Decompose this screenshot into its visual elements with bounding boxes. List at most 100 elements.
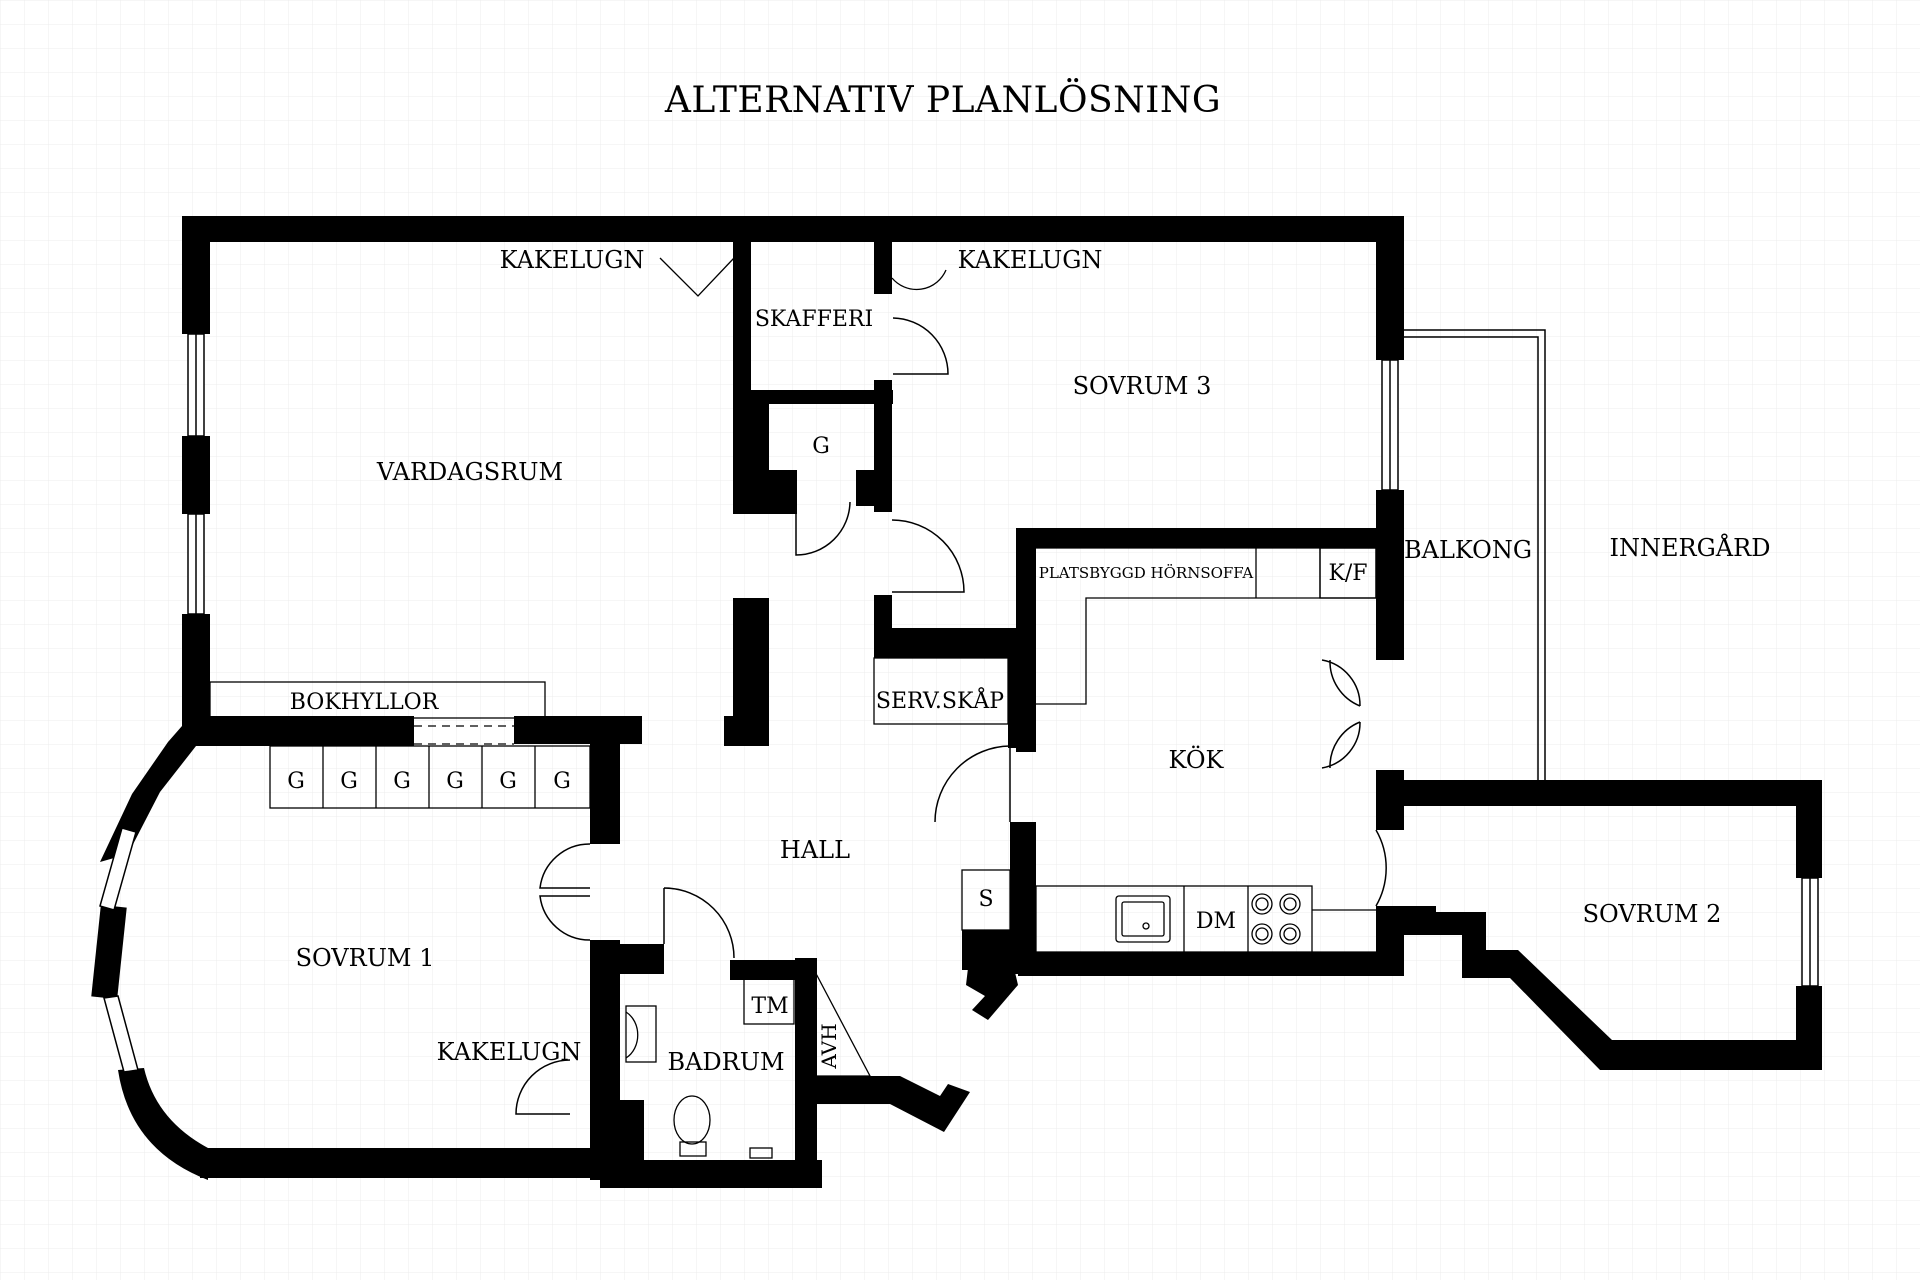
door-sovrum3 [891, 519, 965, 593]
label-g-closet: G [812, 434, 830, 459]
wall-sovrum1-curve-top [100, 726, 212, 862]
wall-servskap-top-left [874, 595, 892, 629]
door-swings [515, 317, 1387, 1115]
plan-title: ALTERNATIV PLANLÖSNING [664, 79, 1221, 121]
wall-sovrum1-curve-bottom [118, 1068, 208, 1180]
windows [99, 333, 1819, 1073]
wall-badrum-corner-b [600, 1100, 644, 1160]
wall-sovrum2-left-a [1376, 780, 1394, 816]
label-tm: TM [751, 994, 788, 1019]
wall-sovrum1-bottom [200, 1148, 620, 1178]
window-sovrum1-a [99, 827, 137, 911]
label-sovrum-1: SOVRUM 1 [296, 944, 435, 972]
wall-kok-corner [966, 968, 1018, 1020]
door-sovrum2 [1375, 829, 1387, 907]
wall-sovrum3-right-upper [1376, 216, 1404, 360]
wall-left-upper [182, 216, 210, 334]
balcony-railing [1400, 329, 1546, 780]
wall-skafferi-bottom [733, 390, 893, 404]
label-serv-skap: SERV.SKÅP [876, 686, 1004, 714]
label-kakelugn-vardagsrum: KAKELUGN [500, 246, 645, 274]
hob-burner [1251, 893, 1273, 915]
kf-box [1319, 547, 1377, 599]
wall-sovrum1-curve-mid [91, 904, 127, 1000]
door-balkong-b [1321, 721, 1361, 769]
door-kakelugn-swing [515, 1059, 571, 1115]
label-avh: AVH [817, 1023, 841, 1069]
door-closet-g [795, 500, 851, 556]
door-badrum [663, 887, 735, 959]
wall-hall-bottom [817, 1076, 970, 1132]
label-sovrum-3: SOVRUM 3 [1073, 372, 1212, 400]
wall-left-lower [182, 614, 210, 726]
label-s: S [978, 887, 993, 912]
serv-skap-outline [873, 657, 1009, 725]
wall-kok-right-a [1376, 606, 1404, 660]
washbasin [625, 1005, 657, 1063]
wall-servskap-right [1008, 628, 1036, 748]
label-wardrobe-4: G [446, 769, 464, 794]
wall-sovrum2-top [1376, 780, 1822, 806]
door-skafferi [892, 317, 949, 375]
wall-badrum-right [795, 958, 817, 1188]
wall-s-block [962, 930, 1010, 970]
kitchen-counter [1035, 885, 1313, 953]
s-box [961, 869, 1011, 931]
wall-kok-left-lower [1010, 822, 1036, 974]
window-sovrum1-b [103, 995, 139, 1073]
door-sovrum1 [539, 843, 591, 941]
walls [91, 216, 1822, 1188]
label-kf: K/F [1328, 561, 1367, 586]
wall-closet-g-left-base [733, 470, 797, 514]
label-wardrobe-1: G [287, 769, 305, 794]
label-vardagsrum: VARDAGSRUM [376, 458, 563, 486]
label-kakelugn-sovrum-1: KAKELUGN [437, 1038, 582, 1066]
avh-box [811, 965, 872, 1077]
bokhyllor-outline [209, 681, 546, 719]
label-innergard: INNERGÅRD [1610, 533, 1771, 562]
kakelugn-sovrum3-shape [891, 269, 947, 291]
wall-sovrum3-kok [1016, 528, 1404, 548]
wall-skafferi-left [733, 230, 751, 402]
door-kok [934, 745, 1011, 823]
wall-left-middle [182, 436, 210, 514]
wall-bokhyllor-b [514, 716, 642, 744]
wall-bokhyllor-a [182, 716, 414, 746]
label-sovrum-2: SOVRUM 2 [1583, 900, 1722, 928]
wall-top-outer [182, 216, 1398, 242]
wall-badrum-bottom [600, 1160, 822, 1188]
label-kok: KÖK [1169, 745, 1225, 774]
door-balkong-a [1321, 659, 1361, 707]
wall-sovrum2-right-upper [1796, 780, 1822, 878]
wall-sovrum1-right-upper [590, 716, 620, 844]
wardrobe-row-outline [269, 745, 591, 809]
label-bokhyllor: BOKHYLLOR [290, 690, 440, 715]
kakelugn-vardagsrum-shape [659, 257, 735, 297]
wall-sovrum3-left-a [874, 230, 892, 294]
fixtures [209, 257, 1377, 1159]
label-hall: HALL [780, 836, 850, 864]
label-kakelugn-sovrum-3: KAKELUGN [958, 246, 1103, 274]
wall-kok-bottom [1018, 952, 1404, 976]
label-badrum: BADRUM [667, 1048, 784, 1076]
wall-hall-stub-base [724, 716, 769, 746]
label-wardrobe-6: G [553, 769, 571, 794]
wall-badrum-top-left [598, 944, 664, 974]
labels: ALTERNATIV PLANLÖSNING VARDAGSRUM SOVRUM… [287, 79, 1770, 1076]
floor-drain [749, 1147, 773, 1159]
label-wardrobe-5: G [499, 769, 517, 794]
wall-closet-g-right-base [856, 470, 892, 506]
label-wardrobe-3: G [393, 769, 411, 794]
label-wardrobe-2: G [340, 769, 358, 794]
label-balkong: BALKONG [1404, 536, 1532, 564]
label-hornsoffa: PLATSBYGGD HÖRNSOFFA [1039, 564, 1254, 582]
hornsoffa-outline [1036, 547, 1377, 705]
toilet [673, 1095, 711, 1145]
label-skafferi: SKAFFERI [755, 307, 873, 332]
label-dm: DM [1196, 909, 1236, 934]
wall-sovrum2-bottom [1392, 912, 1822, 1070]
tm-box [743, 965, 795, 1025]
sink [1115, 895, 1171, 943]
